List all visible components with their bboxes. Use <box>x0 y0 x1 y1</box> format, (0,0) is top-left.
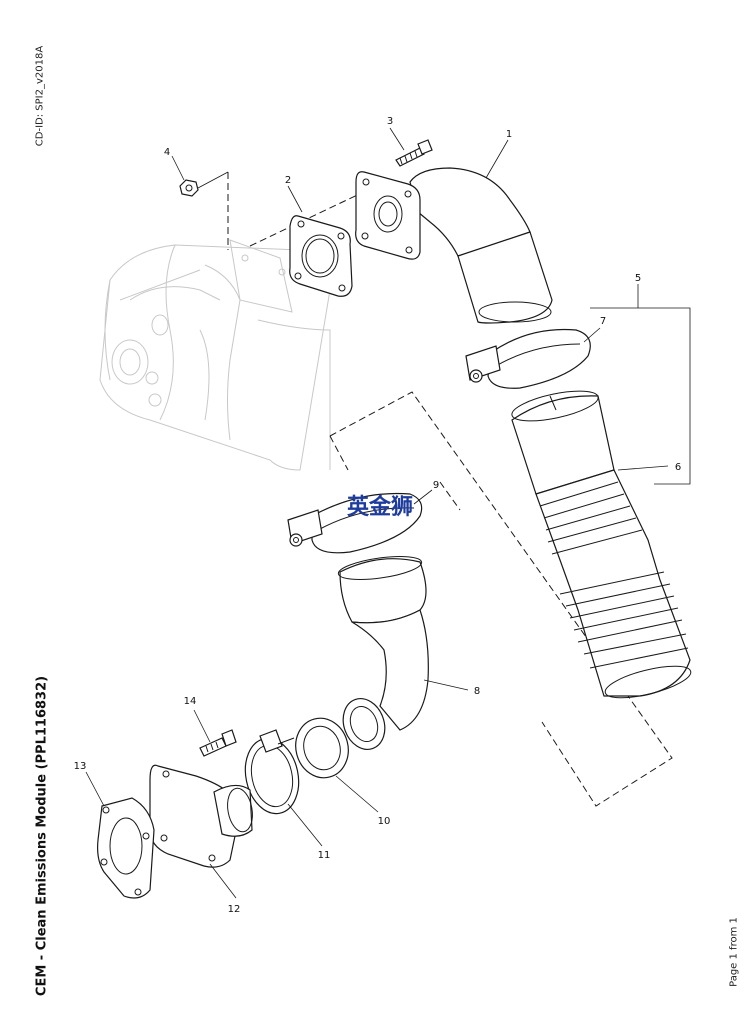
callout-labels: 1 2 3 4 5 6 7 8 9 10 11 12 13 14 <box>74 116 682 915</box>
callout-4: 4 <box>164 147 170 158</box>
callout-12: 12 <box>228 904 241 915</box>
callout-9: 9 <box>433 480 439 491</box>
part-1-outlet-pipe <box>355 167 553 324</box>
callout-10: 10 <box>378 816 391 827</box>
callout-11: 11 <box>318 850 331 861</box>
callout-8: 8 <box>474 686 480 697</box>
callout-13: 13 <box>74 761 87 772</box>
part-14-bolt <box>199 729 237 757</box>
part-8-elbow-pipe <box>337 556 429 750</box>
part-11-vband-clamp <box>244 729 300 815</box>
part-2-gasket <box>289 215 353 297</box>
callout-2: 2 <box>285 175 291 186</box>
part-13-gasket <box>97 797 155 899</box>
part-12-flange-adapter <box>149 764 253 868</box>
part-7-band-clamp <box>465 328 591 389</box>
callout-7: 7 <box>600 316 606 327</box>
part-9-clamp <box>287 492 423 554</box>
part-10-gasket-ring <box>295 717 349 779</box>
cem-body-ghost <box>99 239 331 471</box>
watermark-text: 英金狮 <box>347 494 413 520</box>
explode-lines <box>227 172 673 807</box>
part-4-nut <box>179 171 229 197</box>
leader-lines <box>85 127 691 899</box>
callout-5: 5 <box>635 273 641 284</box>
part-6-bellows-pipe <box>511 390 692 699</box>
callout-3: 3 <box>387 116 393 127</box>
part-3-bolt <box>395 139 433 167</box>
callout-1: 1 <box>506 129 512 140</box>
callout-14: 14 <box>184 696 197 707</box>
callout-6: 6 <box>675 462 681 473</box>
